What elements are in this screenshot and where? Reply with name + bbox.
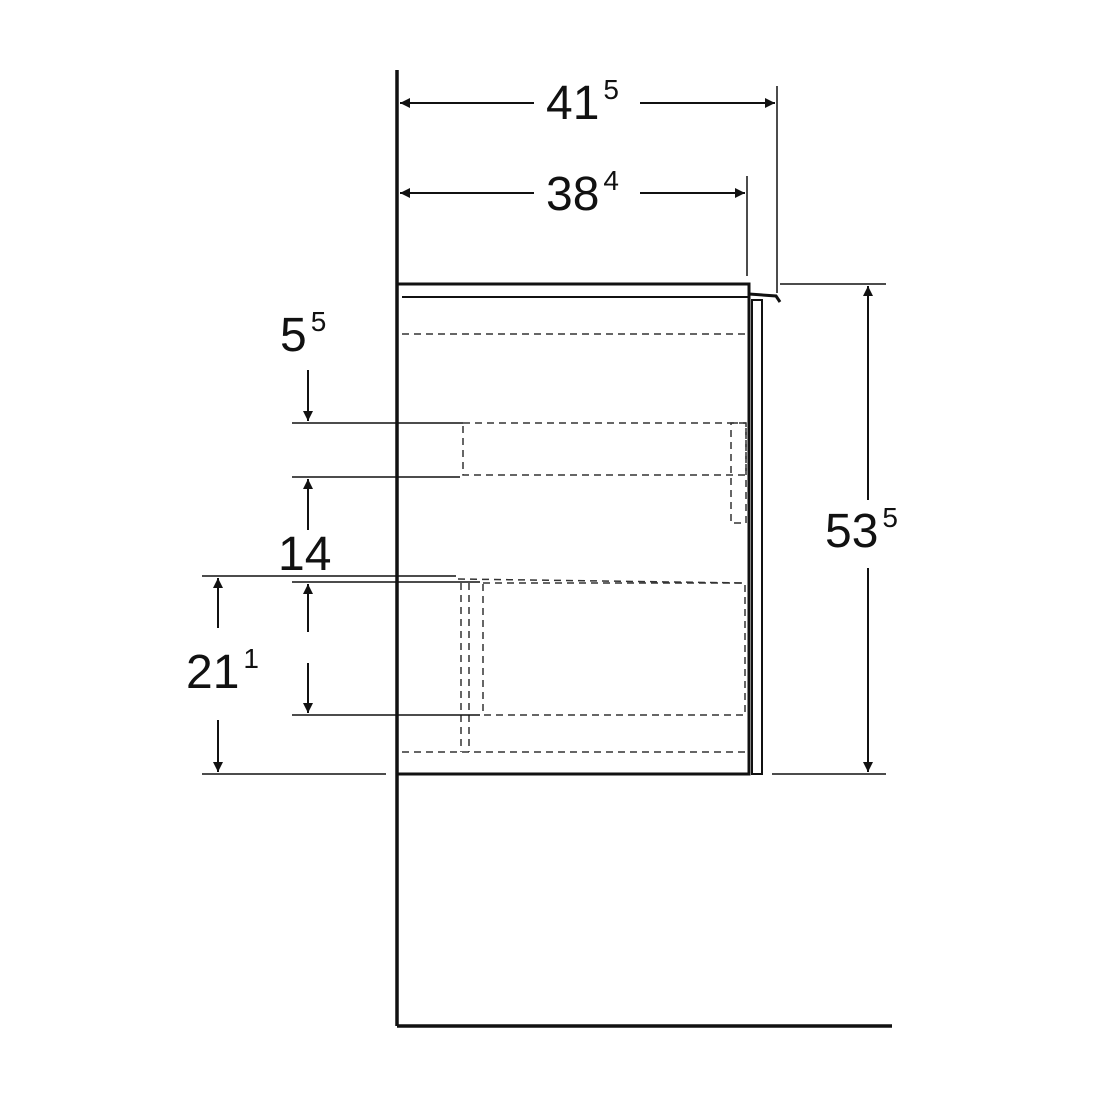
- handle-edge: [748, 292, 782, 303]
- upper-drawer-hidden: [462, 422, 747, 476]
- dimension-drawer-gap: 14: [278, 479, 331, 581]
- upper-drawer-front-hidden: [730, 422, 747, 524]
- hidden-lines: [402, 333, 747, 753]
- wall-and-floor: [395, 70, 892, 1028]
- cabinet-outline: [395, 282, 751, 776]
- extension-lines: [202, 86, 886, 775]
- drawer-gap-label: 14: [278, 528, 331, 581]
- front-panel: [751, 299, 763, 775]
- cabinet-body: [395, 282, 782, 776]
- lower-drawer-hidden: [482, 582, 746, 716]
